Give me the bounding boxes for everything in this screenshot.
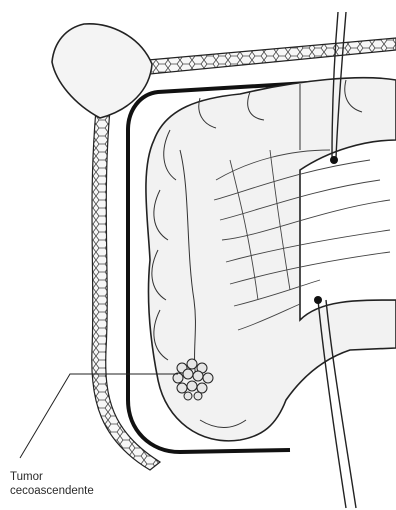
annotation-line-2: cecoascendente: [10, 484, 94, 498]
tumor-annotation: Tumor cecoascendente: [10, 470, 94, 498]
cord-knot-top: [330, 156, 338, 164]
annotation-line-1: Tumor: [10, 470, 94, 484]
cord-knot-bottom: [314, 296, 322, 304]
vessel-chain-top: [148, 38, 396, 74]
